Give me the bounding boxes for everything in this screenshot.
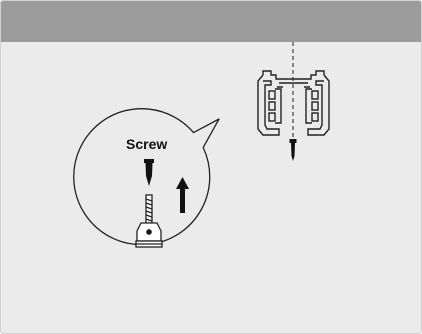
screw-icon xyxy=(289,139,297,161)
screw-icon xyxy=(144,159,154,186)
header-bar xyxy=(1,1,421,42)
callout-label: Screw xyxy=(126,136,167,152)
track-profile-icon xyxy=(257,70,330,136)
arrow-up-icon xyxy=(176,177,189,213)
adapter-icon xyxy=(135,194,163,248)
